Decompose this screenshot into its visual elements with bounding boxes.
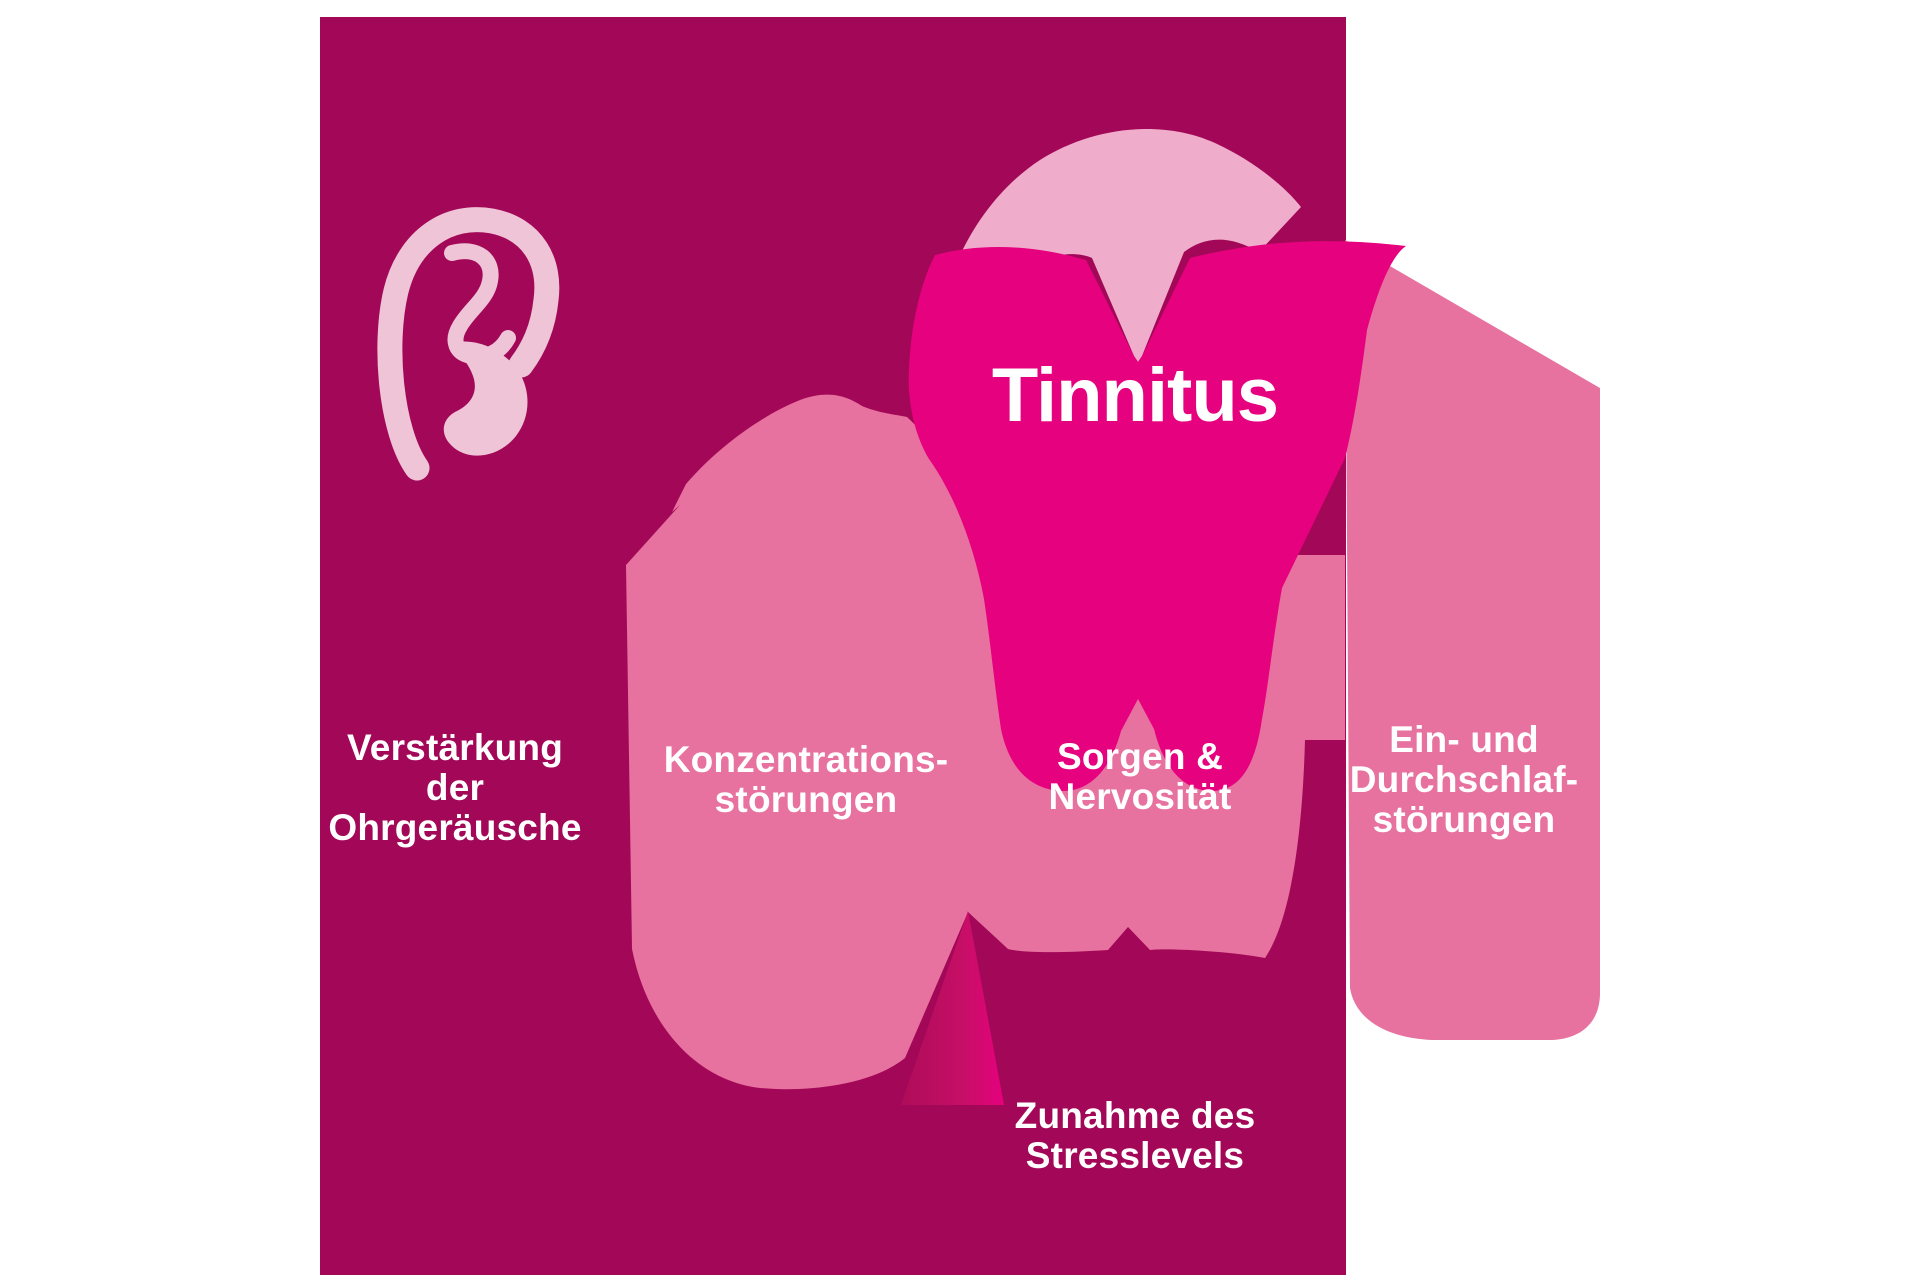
label-line: Zunahme des xyxy=(1014,1095,1256,1136)
ear-lobe xyxy=(443,341,528,456)
sleep-blob-fade xyxy=(1345,240,1600,388)
diagram-title: Tinnitus xyxy=(991,353,1279,438)
label-line: Sorgen & xyxy=(1056,736,1224,777)
ear-icon xyxy=(377,207,560,481)
stress-arrow-icon xyxy=(901,911,1004,1105)
label-line: störungen xyxy=(1372,799,1556,840)
label-line: Nervosität xyxy=(1048,776,1232,817)
node-label-schlaf: Ein- und Durchschlaf- störungen xyxy=(1350,720,1579,840)
sleep-blob xyxy=(1345,240,1600,1040)
node-label-verstaerkung: Verstärkung der Ohrgeräusche xyxy=(328,728,581,848)
label-line: Ein- und xyxy=(1389,719,1539,760)
label-line: der xyxy=(425,767,485,808)
cycle-arc-icon xyxy=(940,128,1301,362)
label-line: Durchschlaf- xyxy=(1349,759,1579,800)
symptoms-blob xyxy=(626,394,1345,1090)
tinnitus-blob xyxy=(908,241,1406,792)
label-line: Ohrgeräusche xyxy=(328,807,582,848)
label-line: Stresslevels xyxy=(1025,1135,1245,1176)
label-line: Verstärkung xyxy=(346,727,564,768)
ear-helix xyxy=(377,207,560,481)
label-line: störungen xyxy=(714,779,898,820)
node-label-sorgen: Sorgen & Nervosität xyxy=(1049,737,1232,817)
label-line: Konzentrations- xyxy=(663,739,949,780)
node-label-stress: Zunahme des Stresslevels xyxy=(1015,1096,1256,1176)
node-label-konzentration: Konzentrations- störungen xyxy=(664,740,949,820)
